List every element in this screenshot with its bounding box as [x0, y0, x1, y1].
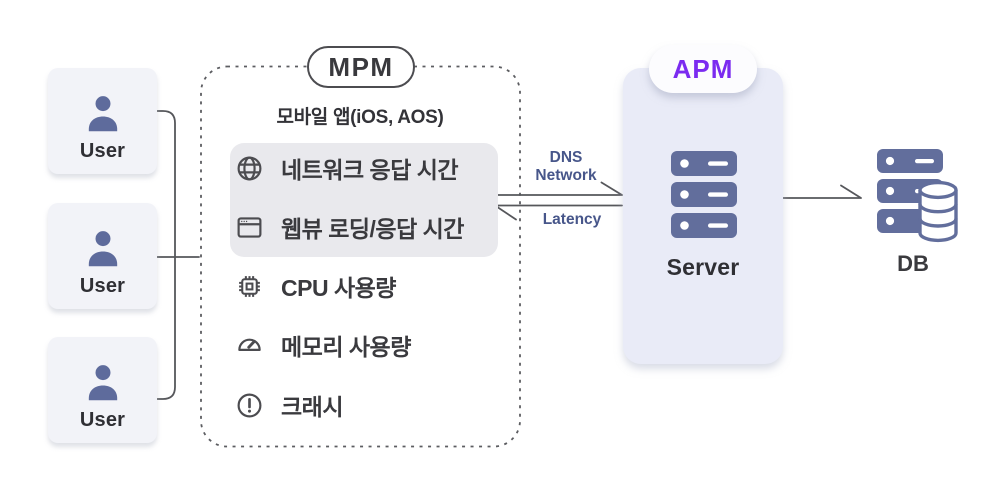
metric-row-network: 네트워크 응답 시간 [235, 151, 459, 185]
database-icon [877, 149, 958, 243]
server-db-arrow [782, 184, 862, 199]
server-label: Server [666, 254, 740, 280]
alert-circle-icon [237, 393, 262, 417]
metric-row-cpu: CPU 사용량 [235, 269, 396, 303]
users-bracket-connector [156, 110, 176, 400]
mpm-badge: MPM [307, 46, 415, 88]
dns-label: DNS [549, 149, 583, 166]
globe-icon [237, 156, 262, 180]
network-label: Network [535, 167, 597, 184]
person-icon [88, 231, 117, 267]
dns-network-label: DNS Network [514, 149, 618, 185]
latency-label: Latency [542, 211, 602, 228]
mpm-subtitle: 모바일 앱(iOS, AOS) [276, 107, 444, 128]
metric-label: 크래시 [281, 394, 343, 420]
user-label: User [79, 275, 126, 297]
apm-badge: APM [649, 45, 757, 93]
metric-label: 웹뷰 로딩/응답 시간 [281, 216, 464, 242]
person-icon [88, 96, 117, 132]
metric-row-webview: 웹뷰 로딩/응답 시간 [235, 210, 464, 244]
user-card: User [48, 337, 157, 443]
user-label: User [79, 409, 126, 431]
metric-label: 메모리 사용량 [281, 334, 411, 360]
user-card: User [48, 68, 157, 174]
metric-row-crash: 크래시 [235, 388, 343, 422]
metric-label: 네트워크 응답 시간 [281, 157, 459, 183]
browser-window-icon [237, 216, 262, 238]
db-label: DB [897, 251, 929, 276]
metric-label: CPU 사용량 [281, 275, 396, 301]
person-icon [88, 365, 117, 401]
cpu-chip-icon [239, 275, 260, 297]
user-label: User [79, 140, 126, 162]
server-icon [671, 151, 737, 238]
user-card: User [48, 203, 157, 309]
gauge-icon [238, 338, 261, 351]
metric-row-memory: 메모리 사용량 [235, 328, 411, 362]
